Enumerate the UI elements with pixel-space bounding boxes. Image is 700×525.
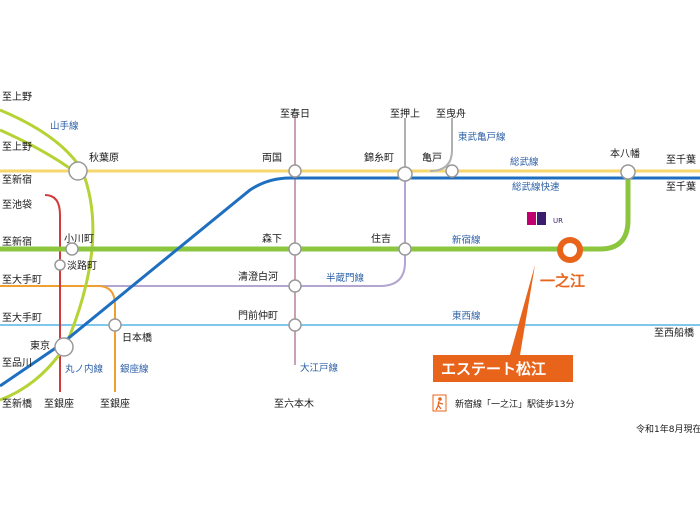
label-to-ueno-1: 至上野 bbox=[2, 91, 32, 103]
kiyosumi-node bbox=[288, 279, 302, 293]
line-label-hanzomon: 半蔵門線 bbox=[326, 272, 365, 284]
sobu-rapid-line bbox=[0, 176, 700, 388]
line-label-shinjuku: 新宿線 bbox=[452, 234, 481, 246]
line-label-tozai: 東西線 bbox=[452, 310, 481, 322]
label-to-ikebukuro: 至池袋 bbox=[2, 198, 32, 211]
line-label-sobu: 総武線 bbox=[510, 156, 539, 168]
marunouchi-line bbox=[44, 194, 61, 392]
akihabara-node bbox=[68, 161, 88, 181]
label-kiyosumi: 清澄白河 bbox=[238, 270, 278, 283]
line-label-tobu: 東武亀戸線 bbox=[458, 131, 506, 143]
ichinoe-node-inner bbox=[563, 243, 577, 257]
morishita-node bbox=[288, 242, 302, 256]
label-monzen: 門前仲町 bbox=[238, 309, 278, 322]
label-to-shinagawa: 至品川 bbox=[2, 357, 32, 369]
label-kameido: 亀戸 bbox=[422, 151, 442, 164]
yamanote-line-upper bbox=[0, 128, 76, 174]
sumiyoshi-node bbox=[398, 242, 412, 256]
ryogoku-node bbox=[288, 164, 302, 178]
label-to-roppongi: 至六本木 bbox=[274, 397, 314, 410]
label-to-nishifunabashi: 至西船橋 bbox=[654, 326, 694, 339]
label-nihonbashi: 日本橋 bbox=[122, 331, 152, 344]
awajicho-node bbox=[54, 259, 66, 271]
label-to-chiba-1: 至千葉 bbox=[666, 153, 696, 166]
label-to-otemachi-2: 至大手町 bbox=[2, 311, 42, 324]
access-note: 新宿線「一之江」駅徒歩13分 bbox=[455, 398, 574, 410]
label-to-kasuga: 至春日 bbox=[280, 108, 310, 120]
shinjuku-line bbox=[0, 170, 631, 252]
label-to-otemachi-1: 至大手町 bbox=[2, 273, 42, 286]
as-of-date: 令和1年8月現在 bbox=[636, 423, 700, 435]
station-nodes bbox=[54, 161, 636, 357]
label-to-shinjuku-2: 至新宿 bbox=[2, 235, 32, 248]
label-tokyo: 東京 bbox=[30, 339, 50, 352]
label-kinshicho: 錦糸町 bbox=[364, 151, 394, 164]
label-motoyawata: 本八幡 bbox=[610, 147, 640, 160]
label-to-ginza-2: 至銀座 bbox=[100, 397, 130, 410]
property-banner bbox=[433, 355, 573, 382]
monzen-node bbox=[288, 318, 302, 332]
line-label-sobu-rapid: 総武線快速 bbox=[512, 181, 560, 193]
line-label-marunouchi: 丸ノ内線 bbox=[65, 363, 104, 375]
yamanote-line bbox=[0, 108, 95, 402]
line-label-ginza: 銀座線 bbox=[120, 363, 149, 375]
label-awajicho: 淡路町 bbox=[67, 259, 97, 272]
tokyo-node bbox=[54, 337, 74, 357]
label-to-oshiage: 至押上 bbox=[390, 107, 420, 120]
motoyawata-node bbox=[620, 164, 636, 180]
label-to-ueno-2: 至上野 bbox=[2, 141, 32, 153]
nihonbashi-node bbox=[108, 318, 122, 332]
ogawamachi-node bbox=[65, 242, 79, 256]
kinshicho-node bbox=[397, 166, 413, 182]
label-morishita: 森下 bbox=[262, 232, 282, 245]
walking-icon bbox=[432, 394, 447, 412]
label-sumiyoshi: 住吉 bbox=[371, 232, 391, 245]
label-to-hikifune: 至曳舟 bbox=[436, 107, 466, 120]
line-label-oedo: 大江戸線 bbox=[300, 362, 339, 374]
property-name: エステート松江 bbox=[441, 360, 546, 378]
ur-logo-icon: UR bbox=[527, 212, 563, 225]
label-ogawamachi: 小川町 bbox=[64, 233, 94, 245]
label-ryogoku: 両国 bbox=[262, 152, 282, 164]
label-to-chiba-2: 至千葉 bbox=[666, 180, 696, 193]
label-ichinoe: 一之江 bbox=[540, 272, 585, 290]
hanzomon-line bbox=[0, 172, 406, 287]
label-to-shinbashi: 至新橋 bbox=[2, 397, 32, 410]
kameido-node bbox=[445, 164, 459, 178]
ur-mark-text: UR bbox=[553, 217, 563, 225]
callout-pointer bbox=[510, 265, 535, 355]
label-to-shinjuku-1: 至新宿 bbox=[2, 173, 32, 186]
line-label-yamanote: 山手線 bbox=[50, 120, 79, 132]
tobu-kameido-line bbox=[404, 118, 453, 172]
ginza-line bbox=[0, 285, 116, 392]
label-to-ginza-1: 至銀座 bbox=[44, 397, 74, 410]
label-akihabara: 秋葉原 bbox=[89, 151, 119, 164]
